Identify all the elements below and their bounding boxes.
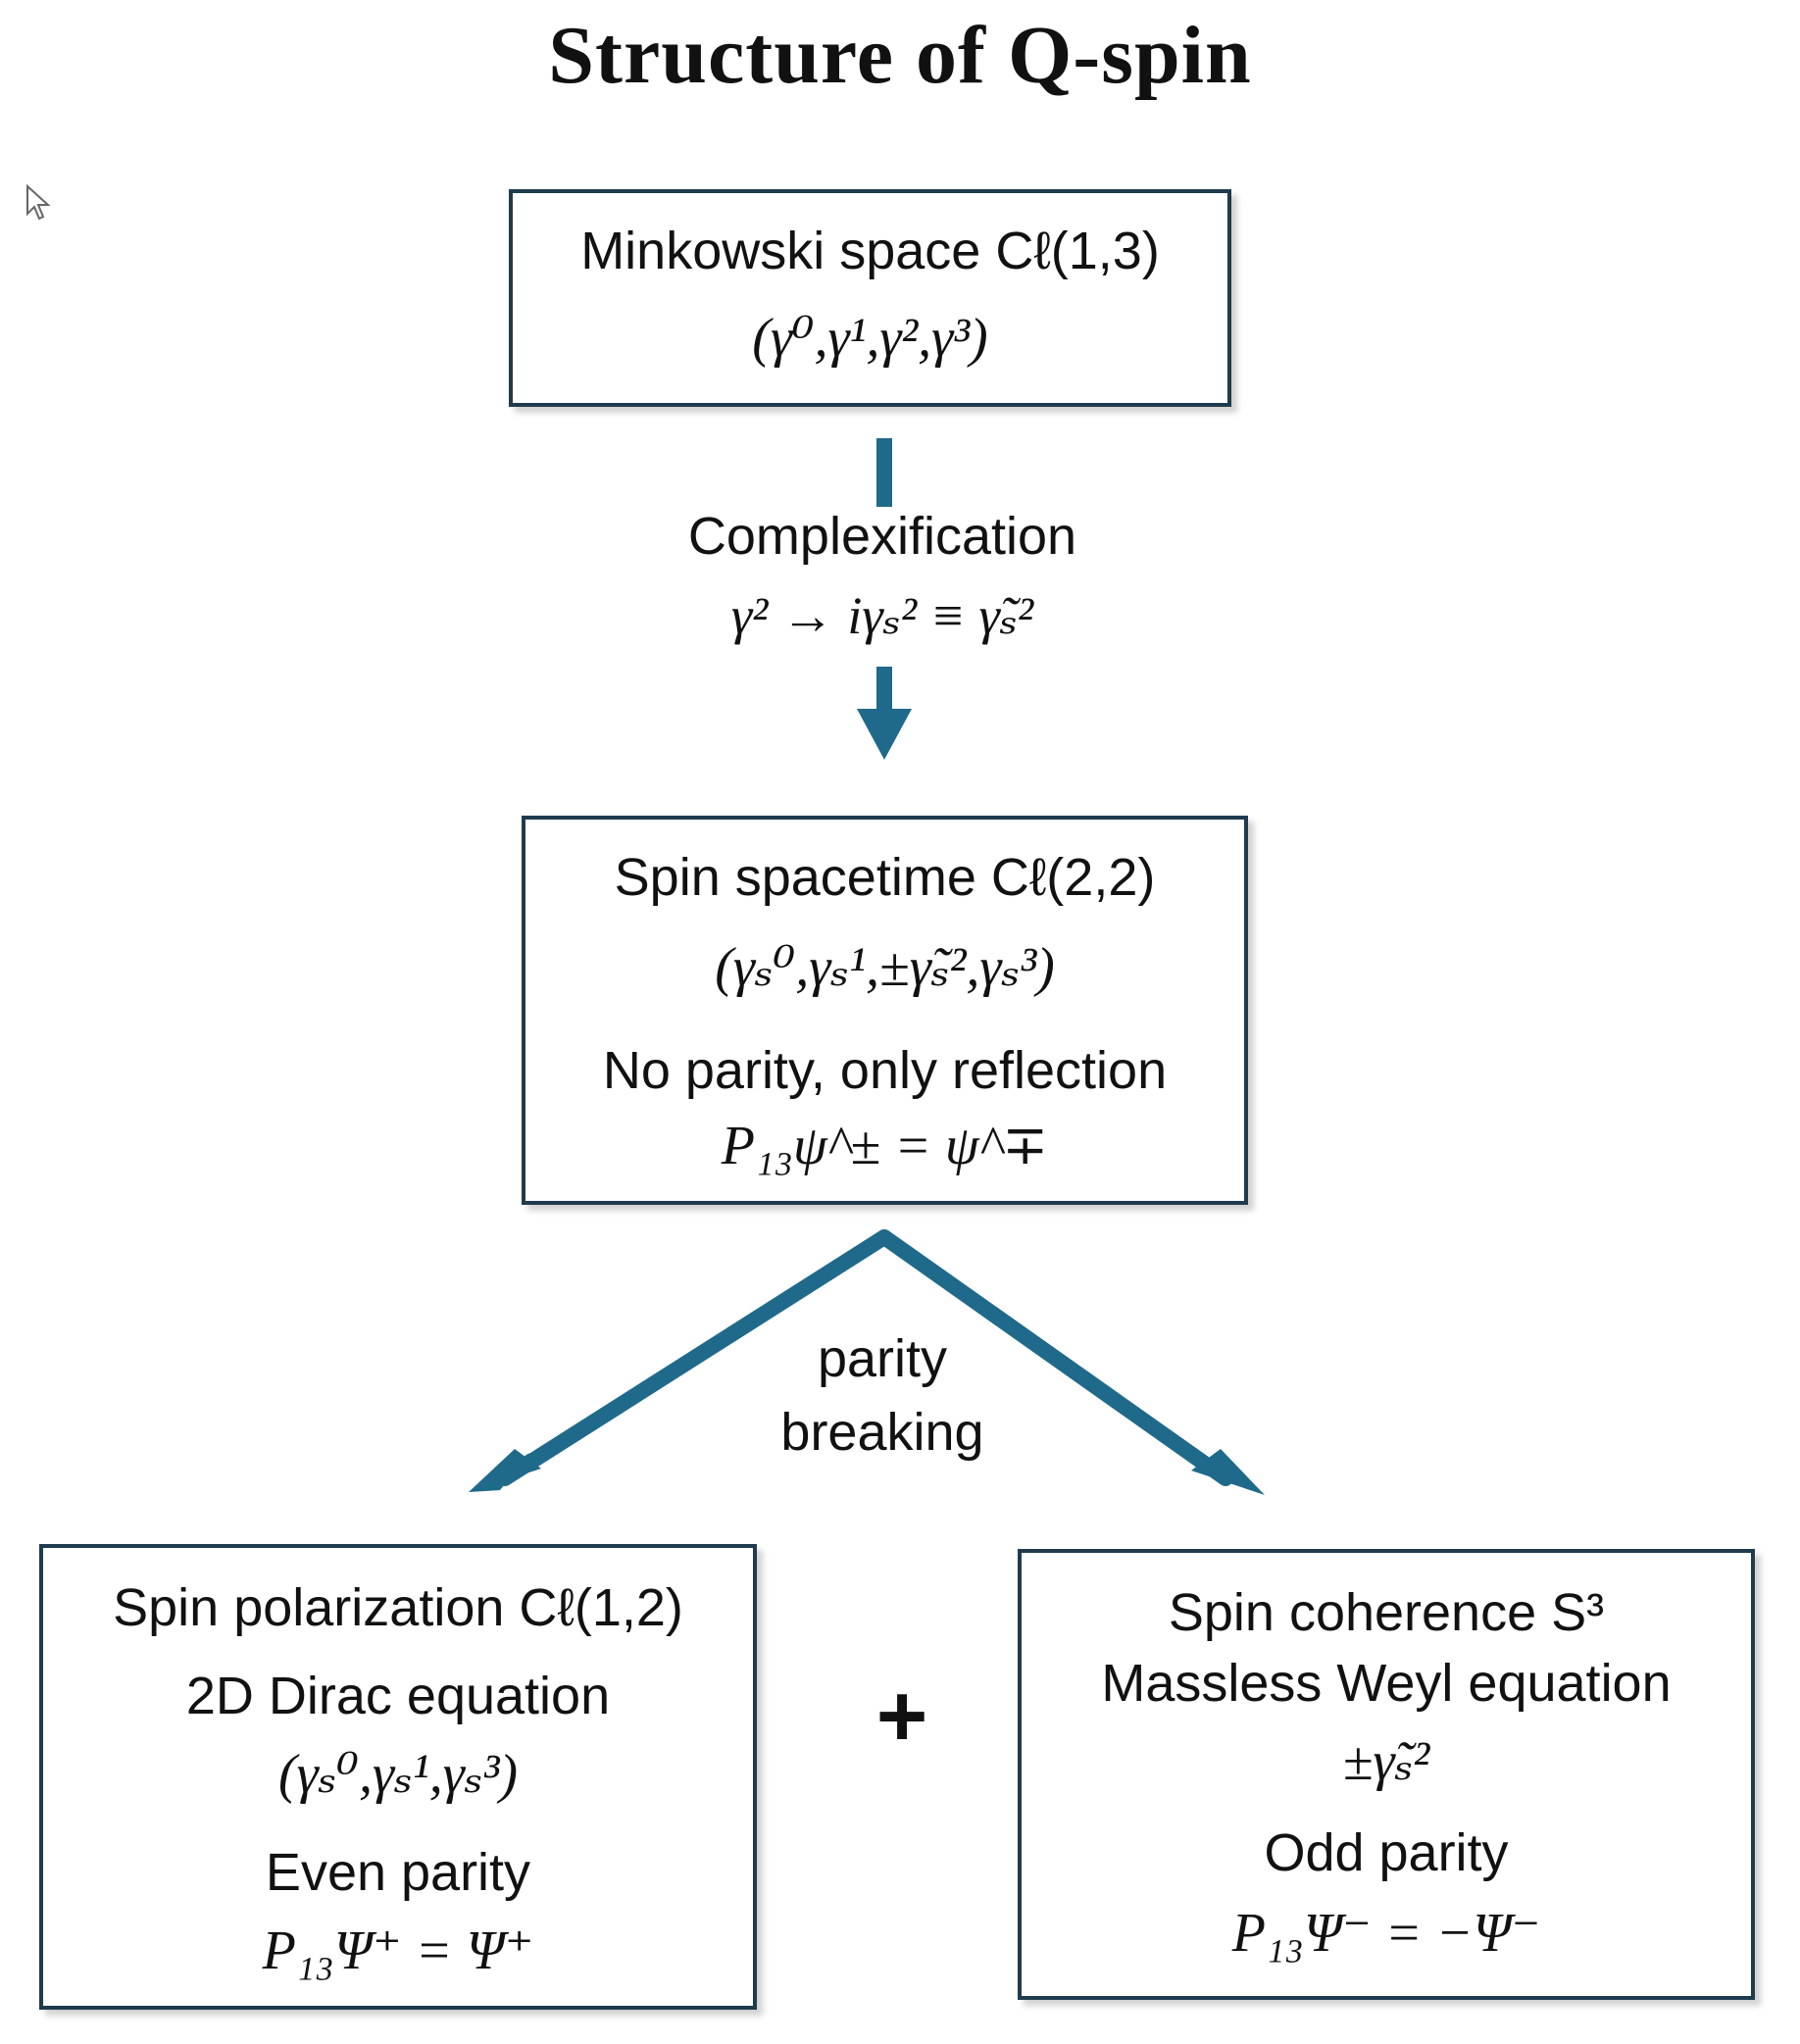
complexification-label: Complexification	[687, 507, 1077, 566]
spin-spacetime-parity-note: No parity, only reflection	[602, 1041, 1168, 1100]
minkowski-space-label: Minkowski space Cℓ(1,3)	[580, 222, 1160, 280]
parity-breaking-label-line2: breaking	[780, 1403, 984, 1462]
spin-spacetime-gamma-basis: (γₛ⁰,γₛ¹,±γ̃ₛ²,γₛ³)	[715, 937, 1055, 998]
spin-polarization-label: Spin polarization Cℓ(1,2)	[113, 1578, 683, 1637]
spin-polarization-parity-formula: P₁₃Ψ⁺ = Ψ⁺	[262, 1920, 534, 1981]
spin-coherence-parity: Odd parity	[1264, 1823, 1509, 1882]
spin-coherence-box: Spin coherence S³ Massless Weyl equation…	[1018, 1549, 1755, 2000]
spin-coherence-gamma: ±γ̃ₛ²	[1342, 1731, 1430, 1792]
parity-breaking-arrow-right	[876, 1229, 1233, 1486]
spin-polarization-box: Spin polarization Cℓ(1,2) 2D Dirac equat…	[39, 1544, 757, 2010]
minkowski-space-box: Minkowski space Cℓ(1,3) (γ⁰,γ¹,γ²,γ³)	[509, 189, 1231, 407]
plus-sign: +	[875, 1668, 928, 1766]
spin-polarization-parity: Even parity	[265, 1843, 531, 1902]
spin-polarization-equation: 2D Dirac equation	[185, 1667, 611, 1725]
parity-breaking-arrow-left	[497, 1229, 892, 1486]
parity-breaking-label-line1: parity	[817, 1329, 948, 1388]
spin-spacetime-label: Spin spacetime Cℓ(2,2)	[614, 848, 1156, 907]
spin-coherence-label: Spin coherence S³	[1168, 1583, 1605, 1642]
spin-spacetime-reflection-formula: P₁₃ψ^± = ψ^∓	[721, 1116, 1049, 1176]
complexification-arrow-head	[857, 709, 912, 760]
spin-coherence-parity-formula: P₁₃Ψ⁻ = −Ψ⁻	[1231, 1903, 1541, 1964]
spin-spacetime-box: Spin spacetime Cℓ(2,2) (γₛ⁰,γₛ¹,±γ̃ₛ²,γₛ…	[522, 816, 1248, 1205]
parity-breaking-arrow-left-head-fill	[469, 1449, 541, 1492]
minkowski-gamma-basis: (γ⁰,γ¹,γ²,γ³)	[752, 308, 988, 369]
complexification-formula: γ² → iγₛ² ≡ γ̃ₛ²	[730, 586, 1034, 645]
diagram-title: Structure of Q-spin	[548, 10, 1252, 101]
mouse-cursor-icon	[25, 183, 51, 226]
parity-breaking-arrow-right-head	[1191, 1449, 1265, 1495]
complexification-stem	[876, 438, 892, 507]
spin-polarization-gamma-basis: (γₛ⁰,γₛ¹,γₛ³)	[277, 1744, 519, 1805]
complexification-arrow-shaft	[876, 667, 892, 711]
spin-coherence-equation: Massless Weyl equation	[1101, 1654, 1672, 1713]
